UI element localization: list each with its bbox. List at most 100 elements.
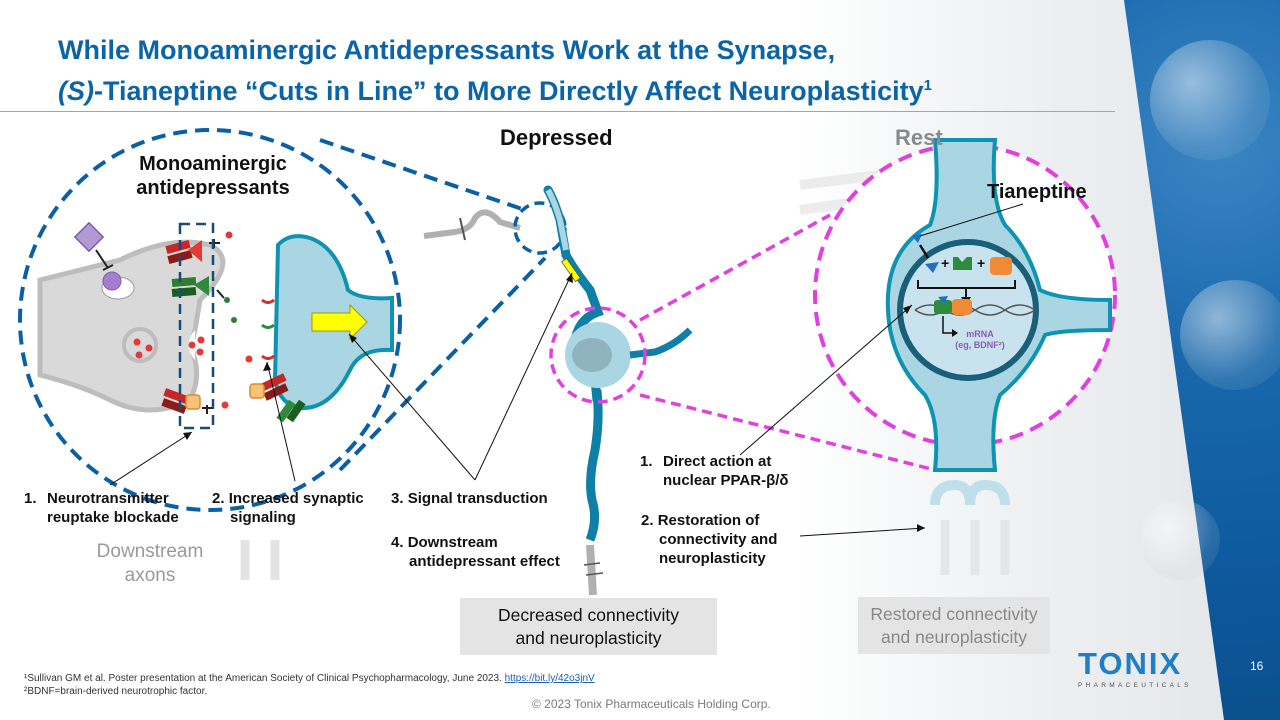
downstream-axon — [586, 544, 597, 596]
reuptake-blockade-box — [178, 222, 215, 430]
right-step-1-label: 1. Direct action at nuclear PPAR-β/δ — [640, 452, 789, 489]
cell-nucleus — [572, 338, 612, 372]
tianeptine-molecule-icon — [912, 234, 922, 243]
downstream-label-line: Downstream — [96, 541, 204, 562]
mrna-line: (eg, BDNF²) — [955, 340, 1005, 350]
postsynaptic-transporter — [249, 373, 289, 401]
reuptake-blocker — [202, 405, 213, 414]
neurotransmitter-dot — [196, 348, 204, 356]
step-number: 2. — [212, 490, 225, 507]
step-text-line: Increased synaptic — [228, 490, 364, 507]
step-text: Direct action at nuclear PPAR-β/δ — [663, 452, 789, 490]
decorative-bubble — [1180, 280, 1280, 390]
restored-dendrites-faint — [930, 479, 1010, 506]
step-2-label: 2. Increased synaptic signaling — [212, 489, 364, 527]
magenta-connector-line — [639, 393, 936, 472]
tianeptine-label: Tianeptine — [987, 181, 1087, 203]
page-number: 16 — [1250, 659, 1264, 673]
title-superscript: 1 — [923, 77, 932, 94]
neurotransmitter-dot — [135, 351, 143, 359]
mrna-line: mRNA — [966, 329, 994, 339]
step-text-line: neuroplasticity — [659, 550, 766, 567]
rxr-partner-icon — [990, 257, 1012, 275]
right-step-2-label: 2. Restoration of connectivity and neuro… — [641, 511, 777, 568]
svg-text:+: + — [977, 255, 985, 271]
footnote-1-link[interactable]: https://bit.ly/42o3jnV — [504, 673, 595, 684]
decorative-bubble — [1150, 40, 1270, 160]
footnote-2: ²BDNF=brain-derived neurotrophic factor. — [24, 686, 208, 697]
neurotransmitter-dot — [197, 336, 205, 344]
logo-subtitle: PHARMACEUTICALS — [1078, 682, 1192, 689]
title-italic-s: (S) — [58, 76, 94, 106]
receptor-red — [261, 298, 275, 304]
step-1-label: 1. Neurotransmitter reuptake blockade — [24, 489, 179, 526]
title-line-2-text: -Tianeptine “Cuts in Line” to More Direc… — [94, 76, 924, 106]
zoom-connector-line — [338, 256, 547, 472]
left-heading-line-1: Monoaminergic — [139, 153, 287, 175]
step-number: 4. — [391, 534, 404, 551]
box-line: Restored connectivity — [870, 603, 1038, 624]
callout-lines — [109, 203, 1024, 537]
title-divider — [0, 111, 1115, 112]
step-3-label: 3. Signal transduction — [391, 489, 548, 508]
step-text-line: antidepressant effect — [409, 553, 560, 570]
mao-inhibitor-icon — [73, 221, 105, 253]
left-zoom-circle — [18, 128, 402, 512]
logo-wordmark: TONIX — [1078, 646, 1183, 681]
norepinephrine-transporter — [171, 276, 209, 298]
svg-text:+: + — [941, 255, 949, 271]
yellow-signal-marker — [561, 257, 581, 283]
step-text: Neurotransmitter reuptake blockade — [47, 489, 179, 527]
step-number: 3. — [391, 490, 404, 507]
step-text-line: Neurotransmitter — [47, 490, 169, 507]
downstream-axons-label: Downstream axons — [75, 540, 225, 588]
axon — [585, 389, 603, 542]
footnote-1: ¹Sullivan GM et al. Poster presentation … — [24, 673, 595, 685]
title-line-1: While Monoaminergic Antidepressants Work… — [58, 35, 836, 65]
incoming-axon — [423, 209, 521, 239]
soma-zoom-circle — [549, 306, 647, 404]
receptor-green — [261, 323, 275, 329]
step-text-line: Direct action at — [663, 453, 772, 470]
step-4-label: 4. Downstream antidepressant effect — [391, 533, 560, 571]
depressed-heading: Depressed — [500, 125, 613, 150]
signal-arrow — [311, 303, 368, 341]
restored-connectivity-box: Restored connectivity and neuroplasticit… — [858, 597, 1050, 654]
restored-heading-partial: Rest — [895, 125, 943, 150]
receptor-red — [261, 354, 275, 360]
step-text-line: reuptake blockade — [47, 509, 179, 526]
footnote-1-text: ¹Sullivan GM et al. Poster presentation … — [24, 673, 502, 684]
mao-enzyme-icon — [102, 271, 122, 291]
vesicle — [122, 327, 158, 363]
ppar-receptor-icon — [953, 257, 972, 270]
box-line: and neuroplasticity — [881, 626, 1027, 647]
faint-axon — [799, 170, 881, 190]
slide-title: While Monoaminergic Antidepressants Work… — [58, 32, 1118, 109]
step-number: 1. — [24, 490, 37, 507]
side-dendrite — [629, 327, 693, 359]
left-panel-heading: Monoaminergic antidepressants — [108, 152, 318, 200]
neurotransmitter-dot — [145, 344, 153, 352]
decreased-connectivity-box: Decreased connectivity and neuroplastici… — [460, 598, 717, 655]
callout-arrowheads — [183, 273, 925, 532]
tonix-logo: TONIX PHARMACEUTICALS — [1078, 646, 1208, 690]
decorative-bubble — [1140, 500, 1220, 580]
step-text-line: signaling — [230, 509, 296, 526]
downstream-axon-faint — [940, 520, 1010, 575]
step-text-line: connectivity and — [659, 531, 778, 548]
step-number: 1. — [640, 453, 653, 470]
step-number: 2. — [641, 512, 654, 529]
reuptake-blocker — [216, 289, 225, 299]
box-line: Decreased connectivity — [498, 604, 679, 625]
neurotransmitter-dot — [188, 341, 196, 349]
step-text-line: nuclear PPAR-β/δ — [663, 472, 789, 489]
downstream-axon-faint — [240, 540, 280, 580]
mrna-label: mRNA (eg, BDNF²) — [940, 329, 1020, 351]
ppar-complex-icon — [934, 300, 952, 314]
copyright-notice: © 2023 Tonix Pharmaceuticals Holding Cor… — [532, 697, 771, 711]
downstream-label-line: axons — [124, 565, 176, 586]
zoom-connector-line — [319, 138, 526, 212]
neurotransmitter-dot — [133, 338, 141, 346]
step-text-line: Signal transduction — [407, 490, 548, 507]
